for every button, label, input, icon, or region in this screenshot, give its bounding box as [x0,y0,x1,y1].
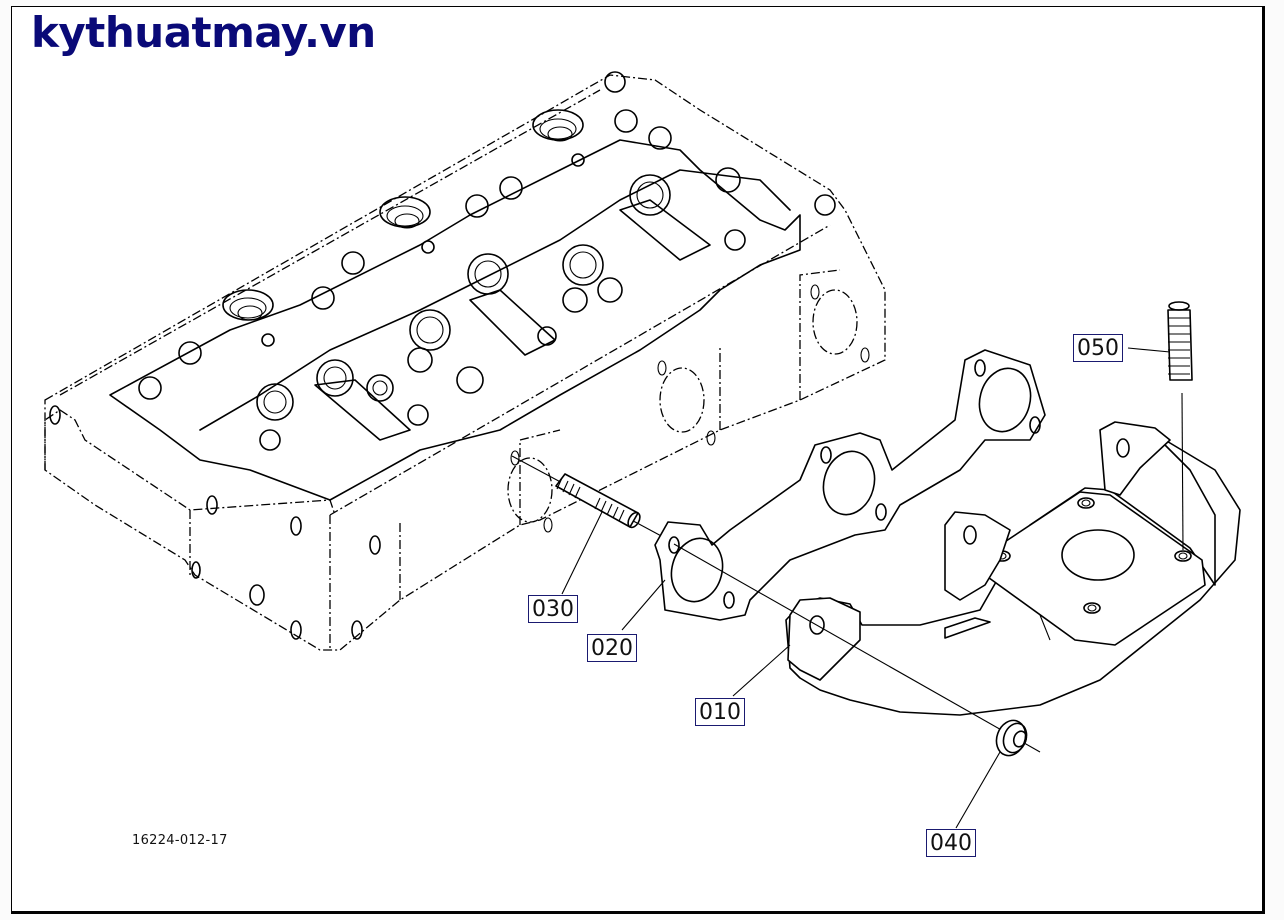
callout-030[interactable]: 030 [528,595,578,623]
nut-040 [673,543,1041,757]
leader-lines [561,347,1171,829]
drawing-number: 16224-012-17 [132,833,228,848]
callout-040[interactable]: 040 [926,829,976,857]
brand-logo: kythuatmay.vn [31,8,376,57]
callout-020[interactable]: 020 [587,634,637,662]
exhaust-manifold-010 [785,421,1241,716]
gasket-020 [654,349,1046,621]
stud-050 [1167,301,1193,551]
stud-030 [511,455,666,539]
callout-050[interactable]: 050 [1073,334,1123,362]
injector-port-2 [379,196,435,254]
injector-port-3 [532,109,585,167]
callout-010[interactable]: 010 [695,698,745,726]
drawing-frame [11,6,1265,914]
cylinder-head [44,71,886,651]
injector-port-1 [222,289,275,347]
